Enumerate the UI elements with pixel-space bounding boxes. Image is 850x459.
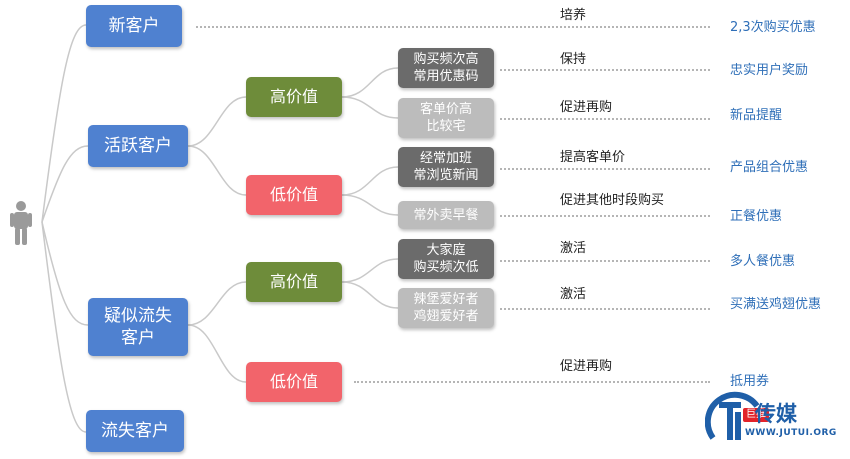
- leaf-high-aov-homebody: 客单价高 比较宅: [398, 98, 494, 138]
- link-person-active: [41, 145, 89, 223]
- watermark-logo: 巨推 传媒 WWW.JUTUI.ORG: [705, 388, 845, 454]
- leaf-overtime-news: 经常加班 常浏览新闻: [398, 147, 494, 187]
- person-icon: [10, 201, 32, 245]
- link-leaf-1: [341, 96, 399, 119]
- node-suspect-low-value: 低价值: [246, 362, 342, 402]
- link-active-high: [187, 96, 247, 147]
- link-person-lost: [41, 221, 87, 433]
- node-active-high-value: 高价值: [246, 77, 342, 117]
- node-suspected-loss-customer: 疑似流失 客户: [88, 298, 188, 356]
- logo-url: WWW.JUTUI.ORG: [745, 428, 837, 438]
- result-label-2: 新品提醒: [730, 108, 783, 123]
- action-label-1: 保持: [560, 52, 587, 67]
- action-label-7: 促进再购: [560, 359, 613, 374]
- link-leaf-2: [341, 166, 399, 196]
- logo-badge: 巨推: [743, 408, 769, 422]
- dotted-line-5: [500, 260, 710, 262]
- link-suspect-high: [187, 281, 247, 326]
- link-person-new: [41, 24, 87, 223]
- leaf-breakfast-delivery: 常外卖早餐: [398, 201, 494, 229]
- result-label-1: 忠实用户奖励: [730, 63, 809, 78]
- logo-name: 传媒: [755, 402, 797, 426]
- leaf-big-family: 大家庭 购买频次低: [398, 239, 494, 279]
- leaf-burger-wing-fans: 辣堡爱好者 鸡翅爱好者: [398, 288, 494, 328]
- link-person-suspect: [41, 221, 89, 326]
- result-label-7: 抵用券: [730, 374, 770, 389]
- leaf-frequent-coupon: 购买频次高 常用优惠码: [398, 48, 494, 88]
- dotted-line-2: [500, 118, 710, 120]
- dotted-line-1: [500, 69, 710, 71]
- link-suspect-low: [187, 324, 247, 383]
- node-active-low-value: 低价值: [246, 175, 342, 215]
- link-leaf-3: [341, 194, 399, 216]
- logo-ring-icon: [705, 391, 760, 440]
- dotted-line-0: [196, 26, 710, 28]
- result-label-4: 正餐优惠: [730, 209, 783, 224]
- link-leaf-0: [341, 67, 399, 98]
- action-label-6: 激活: [560, 287, 587, 302]
- link-active-low: [187, 145, 247, 196]
- action-label-0: 培养: [560, 8, 587, 23]
- node-suspect-high-value: 高价值: [246, 262, 342, 302]
- node-lost-customer: 流失客户: [86, 410, 184, 452]
- dotted-line-3: [500, 168, 710, 170]
- dotted-line-4: [500, 215, 710, 217]
- node-active-customer: 活跃客户: [88, 125, 188, 167]
- dotted-line-6: [500, 308, 710, 310]
- result-label-0: 2,3次购买优惠: [730, 20, 816, 35]
- link-leaf-5: [341, 281, 399, 309]
- dotted-line-7: [354, 381, 710, 383]
- action-label-2: 促进再购: [560, 100, 613, 115]
- action-label-4: 促进其他时段购买: [560, 193, 665, 208]
- node-new-customer: 新客户: [86, 5, 182, 47]
- action-label-5: 激活: [560, 241, 587, 256]
- result-label-6: 买满送鸡翅优惠: [730, 297, 822, 312]
- result-label-3: 产品组合优惠: [730, 160, 809, 175]
- result-label-5: 多人餐优惠: [730, 254, 796, 269]
- link-leaf-4: [341, 258, 399, 283]
- action-label-3: 提高客单价: [560, 150, 626, 165]
